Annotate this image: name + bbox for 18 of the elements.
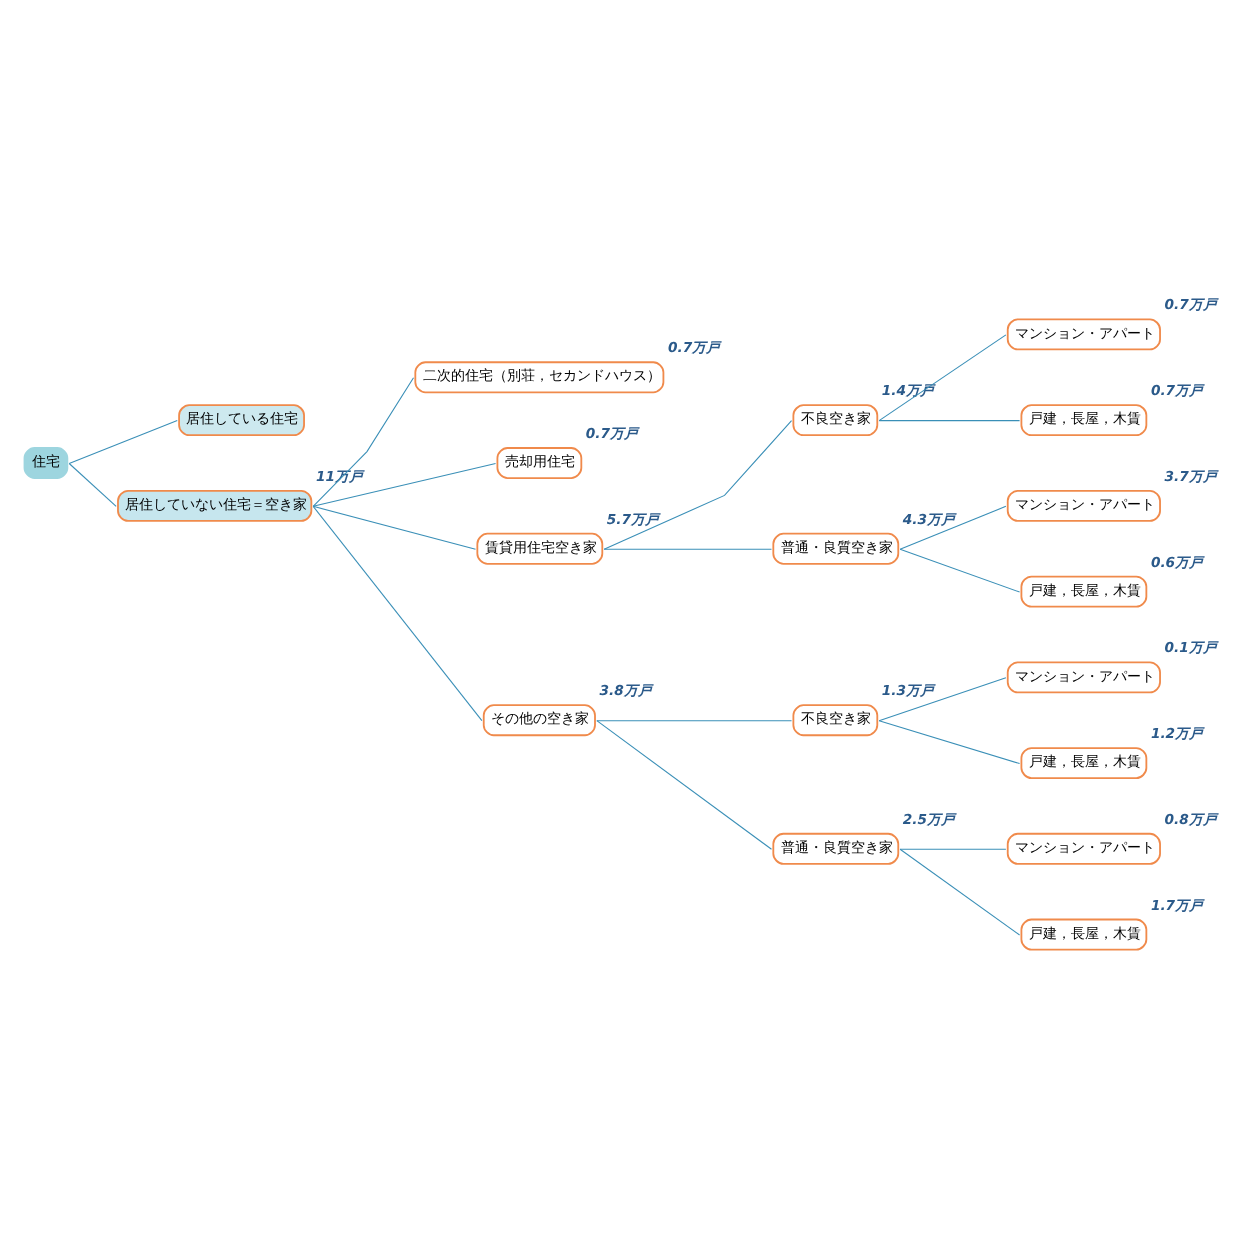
connector xyxy=(312,461,497,506)
connector xyxy=(312,376,415,506)
connector xyxy=(596,719,793,721)
connector xyxy=(68,461,117,506)
connector xyxy=(878,419,1021,421)
connector xyxy=(899,847,1021,935)
connector xyxy=(878,676,1007,721)
connector xyxy=(603,547,773,549)
connector xyxy=(603,419,793,549)
connector xyxy=(899,504,1007,549)
connector xyxy=(899,547,1021,592)
connector xyxy=(899,847,1007,849)
connector xyxy=(878,719,1021,764)
connector xyxy=(596,719,773,849)
connector xyxy=(878,333,1007,421)
connector xyxy=(312,504,477,549)
connector xyxy=(68,419,178,463)
connector xyxy=(312,504,483,721)
